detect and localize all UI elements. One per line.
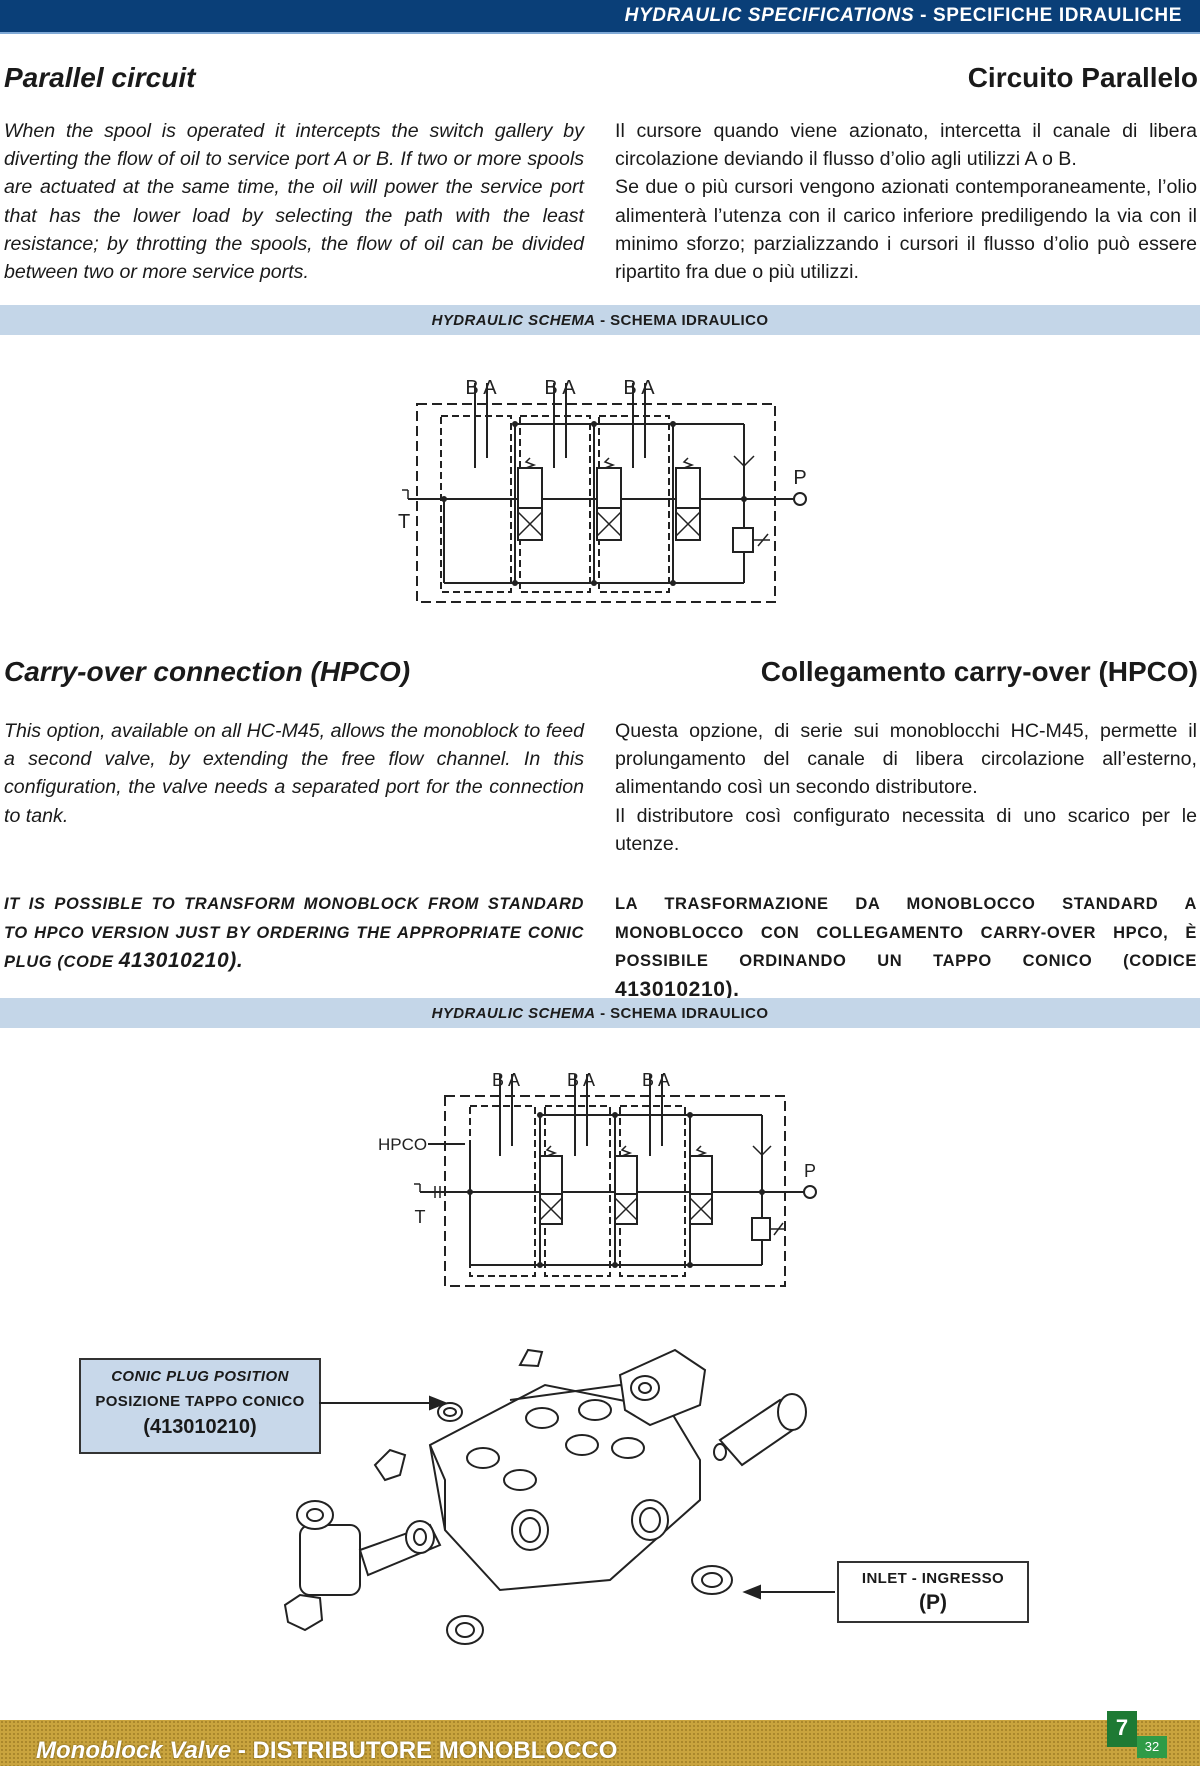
footer-title-en: Monoblock Valve [36,1737,232,1764]
schema2-spool-1 [539,1155,563,1195]
inlet-line: INLET - INGRESSO [861,1570,1005,1587]
section2-body-en-text: This option, available on all HC-M45, al… [4,720,584,827]
spool-knob [283,1593,324,1632]
schema-band-1: HYDRAULIC SCHEMA - SCHEMA IDRAULICO [0,305,1200,335]
section1-body-it-p1: Il cursore quando viene azionato, interc… [615,120,1197,171]
section2-note-en-text: IT IS POSSIBLE TO TRANSFORM MONOBLOCK FR… [4,895,584,971]
hydraulic-schema-hpco: B A B A B A P T HPCO [378,1070,817,1287]
section1-body-it-p2: Se due o più cursori vengono azionati co… [615,176,1197,284]
schema1-spool-3 [675,467,701,509]
section2-body-it: Questa opzione, di serie sui monoblocchi… [615,717,1197,858]
schema2-p-label: P [804,1161,816,1181]
schema1-ports-3: B A [623,377,655,399]
conic-plug-line2: POSIZIONE TAPPO CONICO [95,1393,305,1410]
section2-note-it-text: LA TRASFORMAZIONE DA MONOBLOCCO STANDARD… [615,895,1197,970]
section1-body-en: When the spool is operated it intercepts… [4,117,584,286]
schema-band-1-title: HYDRAULIC SCHEMA - SCHEMA IDRAULICO [0,312,1200,329]
schema2-port-p [803,1185,817,1199]
conic-plug-line1: CONIC PLUG POSITION [111,1368,289,1385]
section2-title-it: Collegamento carry-over (HPCO) [760,656,1198,687]
schema1-relief-valve [732,527,754,553]
conic-plug-callout: CONIC PLUG POSITION POSIZIONE TAPPO CONI… [79,1358,321,1454]
section1-title-it: Circuito Parallelo [967,62,1198,93]
page-number: 7 [1107,1711,1137,1747]
schema1-p-label: P [793,467,806,489]
section2-note-it: LA TRASFORMAZIONE DA MONOBLOCCO STANDARD… [615,890,1197,1005]
schema2-spool-3 [689,1155,713,1195]
schema2-ports-2: B A [567,1070,595,1090]
schema1-t-label: T [398,511,410,533]
footer-bar: Monoblock Valve - DISTRIBUTORE MONOBLOCC… [0,1720,1200,1766]
header-title-it: SPECIFICHE IDRAULICHE [932,5,1182,26]
section2-body-it-p2: Il distributore così configurato necessi… [615,804,1197,855]
header-title-sep: - [920,5,928,26]
inlet-callout: INLET - INGRESSO (P) [837,1561,1029,1623]
spool-cap [299,1524,361,1596]
page-total: 32 [1137,1736,1167,1758]
header-title-en: HYDRAULIC SPECIFICATIONS [624,5,915,26]
section1-body-en-text: When the spool is operated it intercepts… [4,120,584,284]
schema1-ports-1: B A [465,377,497,399]
section1-body-it: Il cursore quando viene azionato, interc… [615,117,1197,286]
schema2-ports-3: B A [642,1070,670,1090]
schema2-hpco-label: HPCO [378,1135,427,1154]
section2-body-en: This option, available on all HC-M45, al… [4,717,584,830]
inlet-port-label: (P) [919,1591,947,1614]
schema1-port-p [793,492,807,506]
schema2-ports-1: B A [492,1070,520,1090]
schema2-spool-2 [614,1155,638,1195]
schema1-outer-housing [416,403,776,603]
schema-band-2-en: HYDRAULIC SCHEMA [431,1005,596,1022]
schema-band-1-sep: - [600,312,606,329]
schema-band-2-title: HYDRAULIC SCHEMA - SCHEMA IDRAULICO [0,1005,1200,1022]
schema2-t-label: T [415,1207,426,1227]
header-title: HYDRAULIC SPECIFICATIONS - SPECIFICHE ID… [625,5,1182,27]
section2-body-it-p1: Questa opzione, di serie sui monoblocchi… [615,720,1197,799]
section2-note-en: IT IS POSSIBLE TO TRANSFORM MONOBLOCK FR… [4,890,584,977]
schema-band-2-it: SCHEMA IDRAULICO [610,1005,769,1022]
section2-title-en: Carry-over connection (HPCO) [4,656,411,687]
hydraulic-schema-parallel: B A B A B A P T [398,377,807,603]
schema1-spool-1 [517,467,543,509]
section2-note-it-code: 413010210). [615,977,740,1001]
side-cover [618,1348,707,1427]
conic-plug-code: (413010210) [143,1416,257,1438]
schema1-ports-2: B A [544,377,576,399]
section2-note-en-code: 413010210). [118,949,244,972]
header-bar: HYDRAULIC SPECIFICATIONS - SPECIFICHE ID… [0,0,1200,34]
schema2-relief-valve [751,1217,771,1241]
schema-band-2-sep: - [600,1005,606,1022]
schema1-spool-2 [596,467,622,509]
schema-band-2: HYDRAULIC SCHEMA - SCHEMA IDRAULICO [0,998,1200,1028]
section1-title-en: Parallel circuit [4,62,196,93]
schema-band-1-en: HYDRAULIC SCHEMA [431,312,596,329]
schema-band-1-it: SCHEMA IDRAULICO [610,312,769,329]
footer-title-sep: - [237,1737,246,1764]
valve-body [428,1383,701,1592]
footer-title: Monoblock Valve - DISTRIBUTORE MONOBLOCC… [36,1737,617,1765]
exploded-valve-drawing [283,1348,835,1645]
footer-title-it: DISTRIBUTORE MONOBLOCCO [252,1737,618,1764]
